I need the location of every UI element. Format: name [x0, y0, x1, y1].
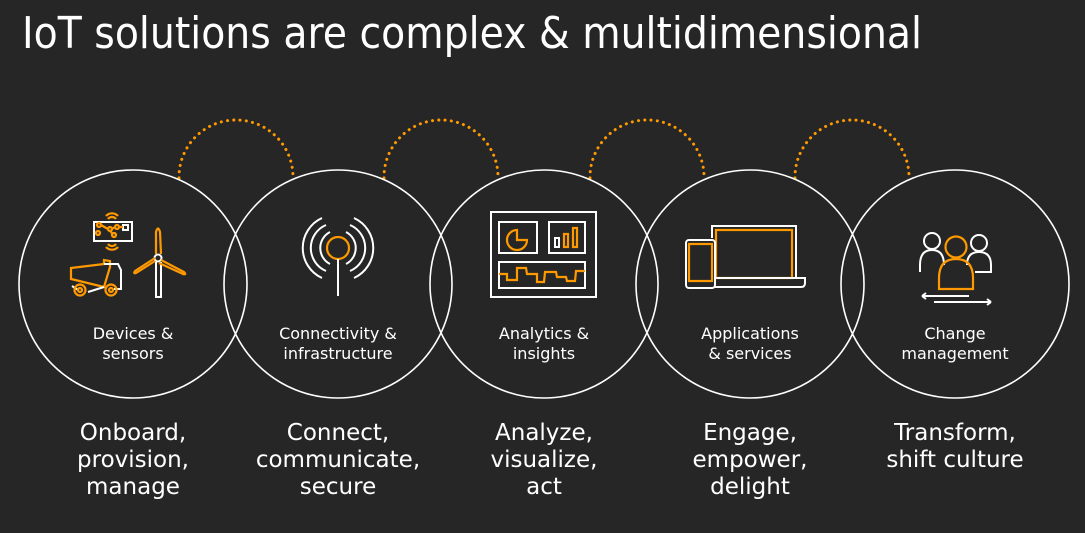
- stage-1-action-3: manage: [86, 474, 180, 500]
- stage-1-action-1: Onboard,: [80, 420, 186, 446]
- stage-2-label-line-2: infrastructure: [283, 344, 392, 363]
- stage-4-action-2: empower,: [693, 447, 808, 473]
- stage-actions: Onboard, provision, manage Connect, comm…: [77, 420, 1024, 500]
- stage-5-action-2: shift culture: [886, 447, 1023, 473]
- stage-4-label-line-2: & services: [708, 344, 791, 363]
- stage-1-action-2: provision,: [77, 447, 189, 473]
- stage-5-label-line-2: management: [901, 344, 1008, 363]
- stage-circles: [18, 169, 1070, 399]
- stage-4-action-1: Engage,: [703, 420, 797, 446]
- stage-2-action-2: communicate,: [256, 447, 420, 473]
- stage-3-label-line-2: insights: [513, 344, 575, 363]
- stage-2-label-line-1: Connectivity &: [279, 324, 397, 343]
- dashboard-icon: [490, 211, 597, 298]
- stage-2-action-3: secure: [300, 474, 376, 500]
- connector-arc-2: [382, 118, 500, 180]
- stage-circle-1: [18, 169, 248, 399]
- stage-labels: Devices & sensors Connectivity & infrast…: [93, 324, 1009, 363]
- stage-3-action-1: Analyze,: [495, 420, 593, 446]
- stage-2-action-1: Connect,: [287, 420, 389, 446]
- antenna-icon: [301, 217, 375, 296]
- stage-circle-5: [840, 169, 1070, 399]
- devices-sensors-icon: [69, 212, 187, 298]
- stage-3-label-line-1: Analytics &: [499, 324, 589, 343]
- stage-4-action-3: delight: [710, 474, 790, 500]
- stage-3-action-3: act: [526, 474, 562, 500]
- stage-1-label-line-1: Devices &: [93, 324, 174, 343]
- stage-3-action-2: visualize,: [491, 447, 598, 473]
- stage-5-label-line-1: Change: [924, 324, 985, 343]
- stage-5-action-1: Transform,: [893, 420, 1016, 446]
- stage-1-label-line-2: sensors: [102, 344, 163, 363]
- connector-arcs: [177, 118, 911, 180]
- stage-circle-2: [223, 169, 453, 399]
- slide-title: IoT solutions are complex & multidimensi…: [22, 8, 922, 59]
- connector-arc-1: [177, 118, 295, 180]
- stage-4-label-line-1: Applications: [701, 324, 799, 343]
- stage-circle-4: [635, 169, 865, 399]
- connector-arc-3: [588, 118, 706, 180]
- people-icon: [919, 232, 992, 306]
- laptop-phone-icon: [685, 225, 806, 289]
- stage-circle-3: [429, 169, 659, 399]
- connector-arc-4: [793, 118, 911, 180]
